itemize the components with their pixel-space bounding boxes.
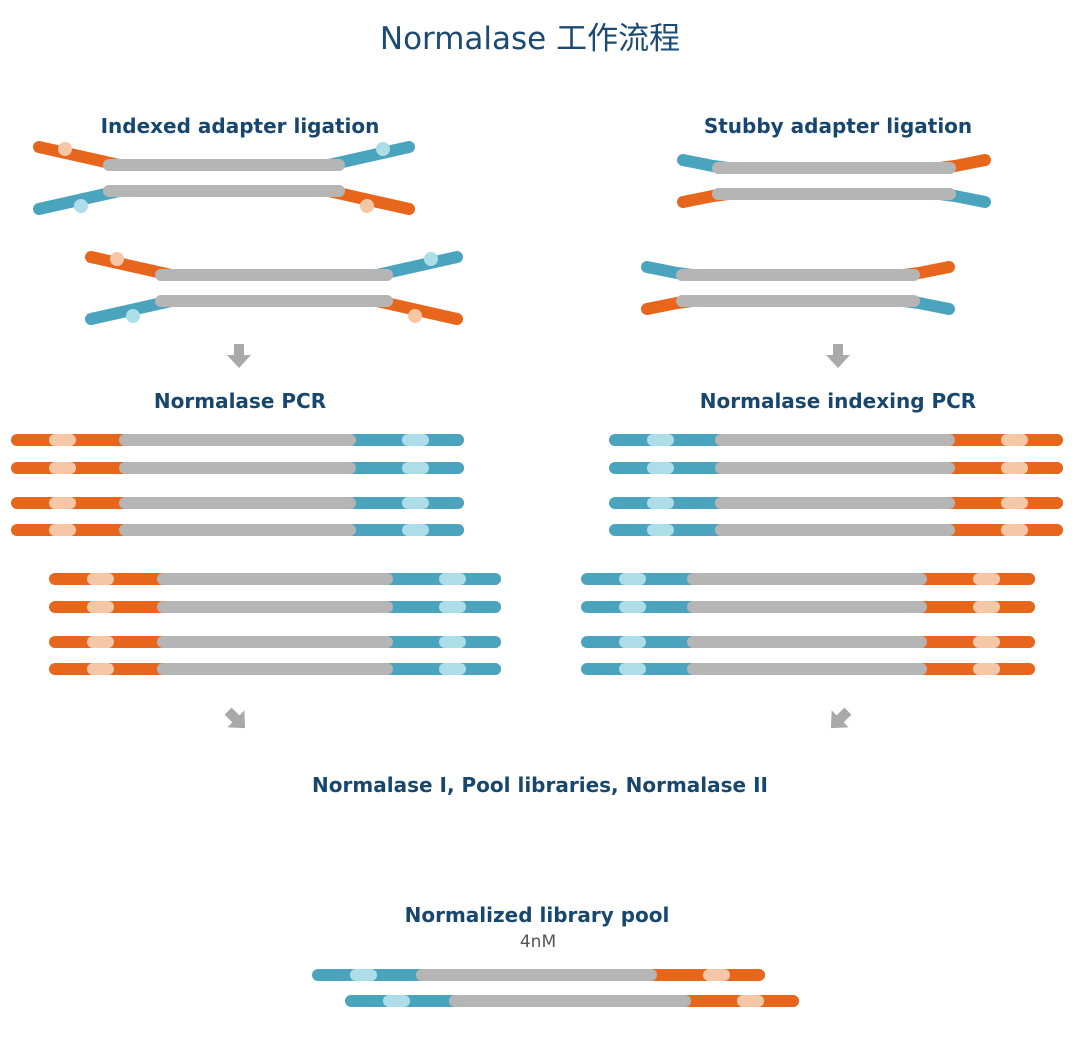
normalized-library-pool-label: Normalized library pool: [404, 903, 670, 927]
index-marker: [110, 252, 124, 266]
index-marker: [376, 142, 390, 156]
index-marker: [424, 252, 438, 266]
normalase-pcr-label: Normalase PCR: [153, 389, 327, 413]
stubby-adapter-ligation-label: Stubby adapter ligation: [703, 114, 973, 138]
index-marker: [360, 199, 374, 213]
normalase-indexing-pcr-label: Normalase indexing PCR: [699, 389, 977, 413]
indexed-adapter-ligation-label: Indexed adapter ligation: [100, 114, 380, 138]
index-marker: [126, 309, 140, 323]
ligation-duplex: [85, 251, 463, 325]
diagonal-arrow-icon: [224, 707, 246, 729]
diagonal-arrow-icon: [830, 707, 852, 729]
down-arrow-icon: [826, 344, 850, 368]
pool-step-label: Normalase I, Pool libraries, Normalase I…: [312, 773, 768, 797]
down-arrow-icon: [227, 344, 251, 368]
index-marker: [58, 142, 72, 156]
pool-concentration-label: 4nM: [519, 932, 557, 952]
index-marker: [74, 199, 88, 213]
ligation-duplex: [677, 154, 991, 208]
page-title: Normalase 工作流程: [379, 21, 681, 57]
ligation-duplex: [641, 261, 955, 315]
ligation-duplex: [33, 141, 415, 215]
index-marker: [408, 309, 422, 323]
